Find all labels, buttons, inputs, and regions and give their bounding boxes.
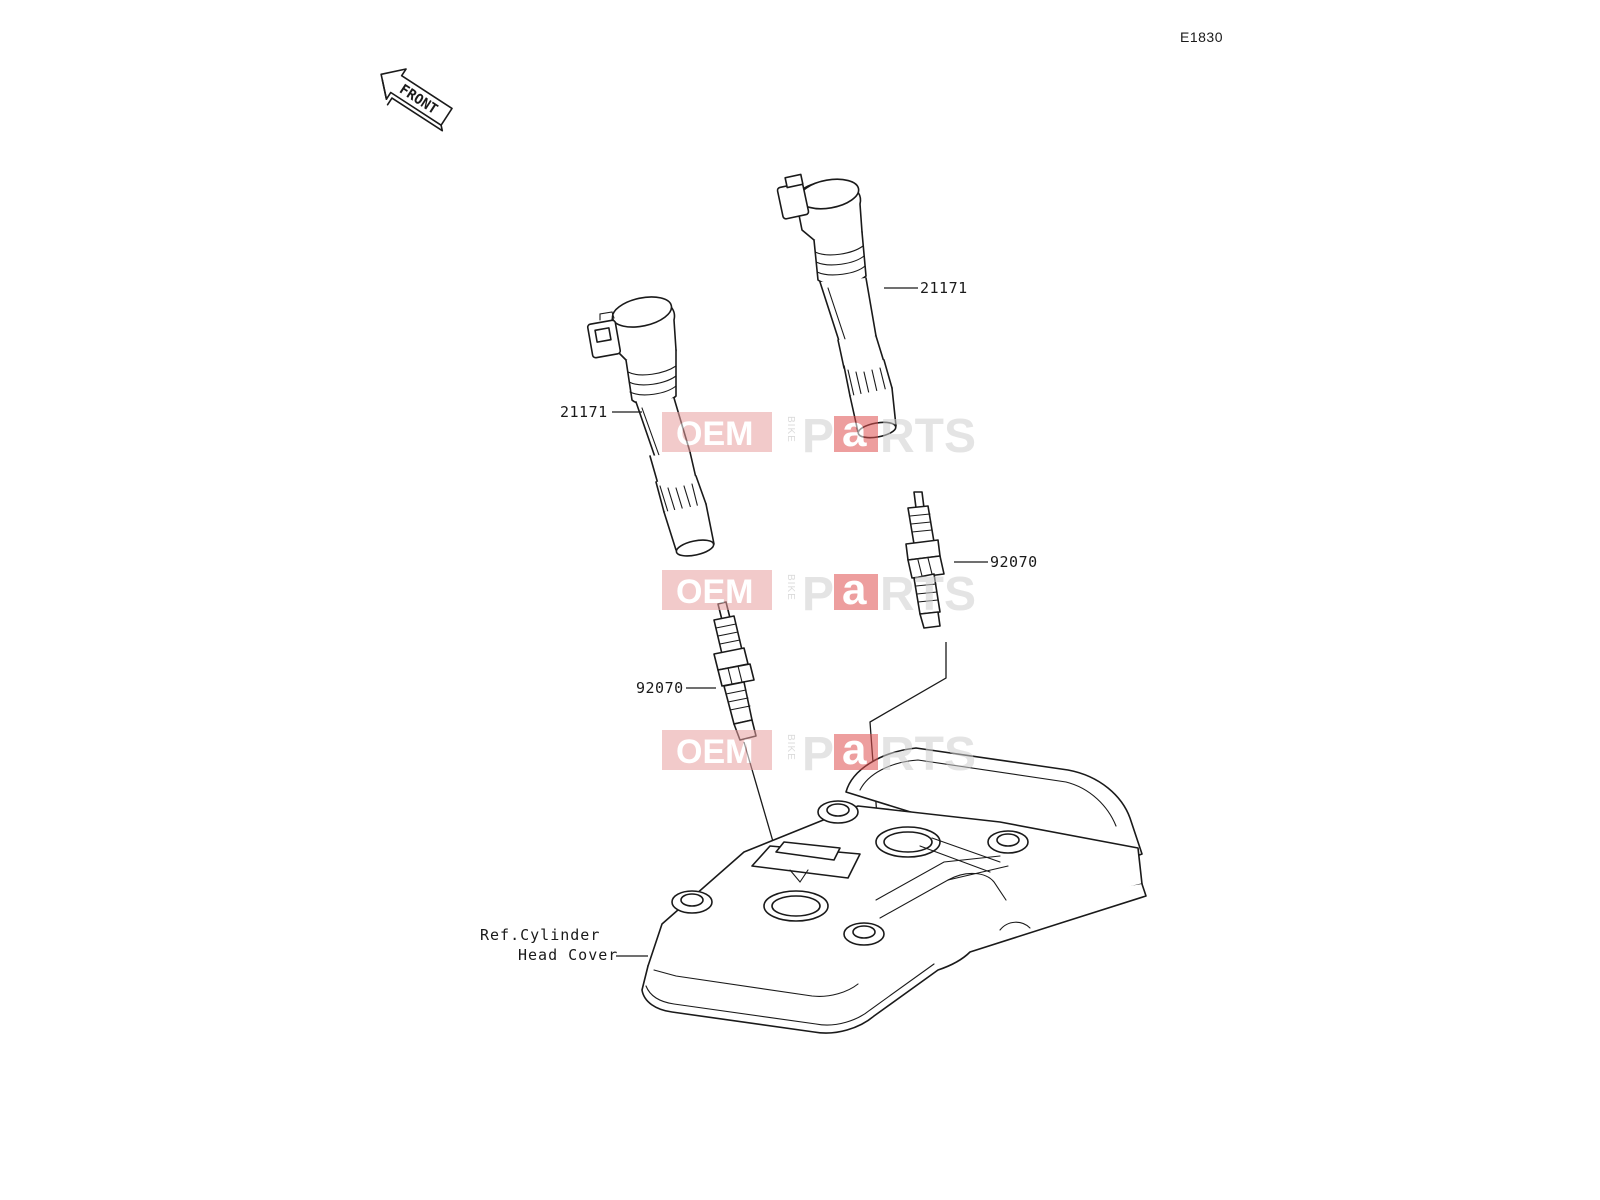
watermark-oem: OEM: [676, 733, 753, 771]
watermark-rts: RTS: [880, 410, 976, 463]
watermark-p: P: [802, 728, 834, 781]
spark-plug-right[interactable]: [905, 491, 945, 629]
ignition-coil-right[interactable]: [776, 173, 897, 440]
watermark-p: P: [802, 410, 834, 463]
ignition-coil-left[interactable]: [586, 292, 715, 559]
watermark-a: a: [842, 565, 867, 614]
watermark-a: a: [842, 407, 867, 456]
part-number-plug-left[interactable]: 92070: [636, 679, 684, 697]
spark-plug-left[interactable]: [713, 601, 757, 741]
front-arrow-icon: FRONT: [380, 68, 453, 132]
ref-label-line1[interactable]: Ref.Cylinder: [480, 926, 600, 944]
diagram-code: E1830: [1180, 29, 1223, 45]
watermark-a: a: [842, 725, 867, 774]
watermark-rts: RTS: [880, 568, 976, 621]
part-number-plug-right[interactable]: 92070: [990, 553, 1038, 571]
watermark-bike: BIKE: [785, 416, 796, 443]
watermark-2: OEM BIKE P a RTS: [662, 565, 976, 621]
watermark-rts: RTS: [880, 728, 976, 781]
ref-label-line2[interactable]: Head Cover: [518, 946, 618, 964]
watermark-p: P: [802, 568, 834, 621]
watermark-bike: BIKE: [785, 734, 796, 761]
watermark-3: OEM BIKE P a RTS: [662, 725, 976, 781]
cylinder-head-cover[interactable]: [641, 747, 1147, 1034]
watermark-oem: OEM: [676, 415, 753, 453]
watermark-bike: BIKE: [785, 574, 796, 601]
watermark-1: OEM BIKE P a RTS: [662, 407, 976, 463]
part-number-coil-right[interactable]: 21171: [920, 279, 968, 297]
part-number-coil-left[interactable]: 21171: [560, 403, 608, 421]
watermark-oem: OEM: [676, 573, 753, 611]
